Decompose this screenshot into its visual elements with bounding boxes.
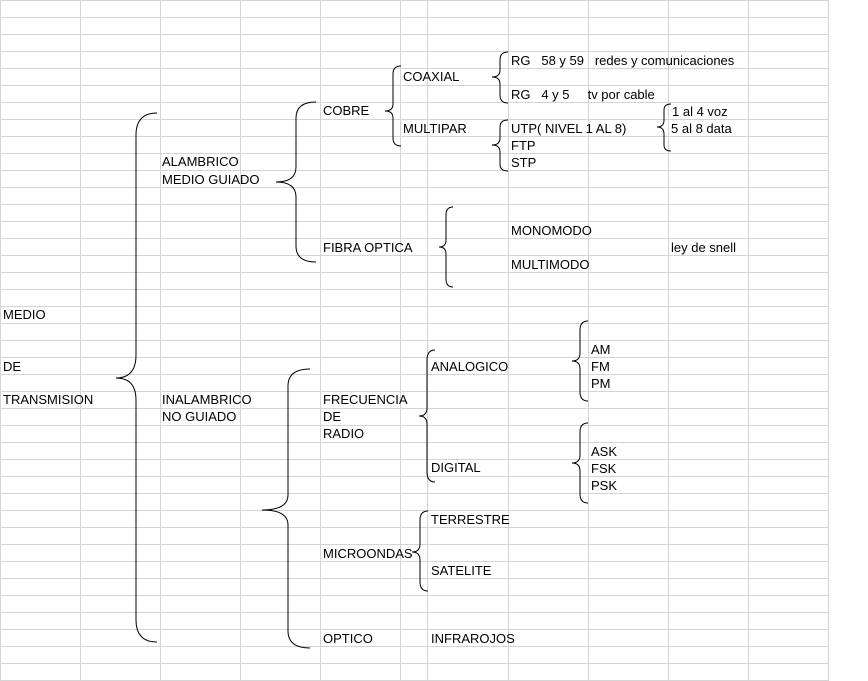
multipar-label: MULTIPAR bbox=[403, 121, 467, 136]
infrarojos-label: INFRAROJOS bbox=[431, 631, 515, 646]
microondas-label: MICROONDAS bbox=[323, 546, 413, 561]
root-brace bbox=[115, 112, 158, 643]
utp-brace bbox=[656, 103, 672, 152]
alambrico-label: ALAMBRICO bbox=[162, 154, 239, 169]
coaxial-brace bbox=[491, 51, 509, 104]
optico-label: OPTICO bbox=[323, 631, 373, 646]
analogico-brace bbox=[571, 320, 589, 402]
stp-label: STP bbox=[511, 155, 537, 170]
digital-brace bbox=[571, 422, 589, 504]
fibra-brace bbox=[438, 206, 454, 288]
root-label-transmision: TRANSMISION bbox=[3, 392, 94, 407]
inalambrico-brace bbox=[261, 368, 311, 649]
multimodo-label: MULTIMODO bbox=[511, 257, 590, 272]
root-label-medio: MEDIO bbox=[3, 307, 46, 322]
frecuencia-label: FRECUENCIA bbox=[323, 392, 408, 407]
utp-label: UTP( NIVEL 1 AL 8) bbox=[511, 121, 627, 136]
fibra-optica-label: FIBRA OPTICA bbox=[323, 240, 413, 255]
cobre-brace bbox=[384, 65, 402, 147]
coaxial-label: COAXIAL bbox=[403, 69, 460, 84]
root-label-de: DE bbox=[3, 359, 22, 374]
rg-58-59-label: RG 58 y 59 redes y comunicaciones bbox=[511, 53, 735, 68]
ask-label: ASK bbox=[591, 444, 618, 459]
frecuencia-brace bbox=[418, 349, 436, 483]
ftp-label: FTP bbox=[511, 138, 536, 153]
monomodo-label: MONOMODO bbox=[511, 223, 592, 238]
fm-label: FM bbox=[591, 359, 610, 374]
satelite-label: SATELITE bbox=[431, 563, 492, 578]
cobre-label: COBRE bbox=[323, 103, 370, 118]
am-label: AM bbox=[591, 342, 611, 357]
analogico-label: ANALOGICO bbox=[431, 359, 509, 374]
medio-guiado-label: MEDIO GUIADO bbox=[162, 172, 260, 187]
terrestre-label: TERRESTRE bbox=[431, 512, 510, 527]
ley-de-snell-label: ley de snell bbox=[671, 240, 737, 255]
rg-4-5-label: RG 4 y 5 tv por cable bbox=[511, 87, 655, 102]
psk-label: PSK bbox=[591, 478, 618, 493]
microondas-brace bbox=[411, 510, 429, 592]
digital-label: DIGITAL bbox=[431, 460, 481, 475]
fsk-label: FSK bbox=[591, 461, 617, 476]
voz-label: 1 al 4 voz bbox=[672, 104, 728, 119]
frecuencia-de-label: DE bbox=[323, 409, 342, 424]
data-label: 5 al 8 data bbox=[671, 121, 732, 136]
radio-label: RADIO bbox=[323, 426, 365, 441]
inalambrico-label: INALAMBRICO bbox=[162, 392, 252, 407]
alambrico-brace bbox=[275, 101, 317, 263]
multipar-brace bbox=[491, 119, 509, 172]
pm-label: PM bbox=[591, 376, 611, 391]
no-guiado-label: NO GUIADO bbox=[162, 409, 237, 424]
